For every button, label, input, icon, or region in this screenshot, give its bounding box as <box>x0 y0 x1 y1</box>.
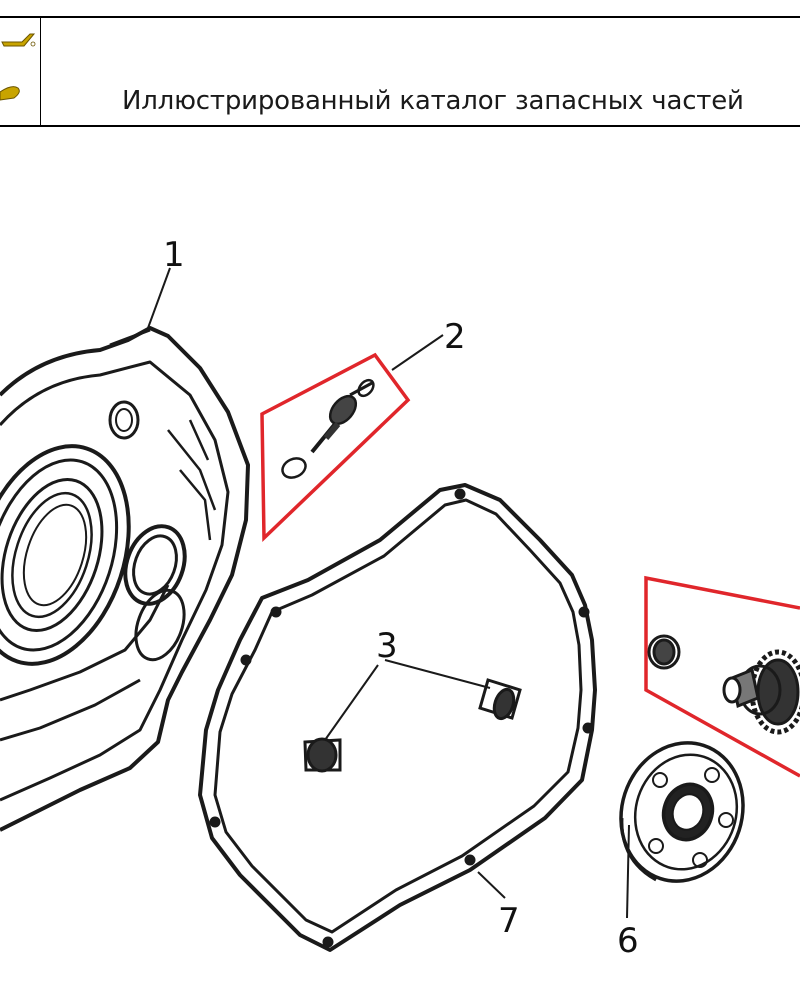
callout-number-7: 7 <box>498 901 520 941</box>
callout-number-1: 1 <box>163 235 185 275</box>
callout-number-2: 2 <box>444 317 466 357</box>
callout-leader-6 <box>626 824 630 919</box>
callout-leader-3a <box>384 659 491 689</box>
callout-leader-7 <box>477 871 506 899</box>
catalog-header: Иллюстрированный каталог запасных частей <box>0 0 800 128</box>
header-bottom-rule <box>0 125 800 127</box>
governor-shaft <box>281 378 375 479</box>
callout-leader-1 <box>147 267 171 329</box>
callout-number-3: 3 <box>376 626 398 666</box>
governor-gear <box>647 634 800 735</box>
header-divider <box>40 16 41 127</box>
callout-leader-3b <box>324 664 379 741</box>
page-title: Иллюстрированный каталог запасных частей <box>122 86 744 116</box>
callout-number-6: 6 <box>617 921 639 961</box>
exploded-parts-diagram: 1 2 3 6 7 <box>0 235 800 961</box>
brand-logo-fragment <box>0 33 36 101</box>
callout-leader-2 <box>391 334 444 371</box>
gasket <box>198 483 597 952</box>
ball-bearing <box>619 741 745 883</box>
header-top-rule <box>0 16 800 18</box>
crankcase-cover <box>0 326 250 832</box>
highlight-frame-gear <box>644 575 800 778</box>
dowel-pins <box>303 678 522 773</box>
highlight-frame-part-2 <box>260 352 411 543</box>
